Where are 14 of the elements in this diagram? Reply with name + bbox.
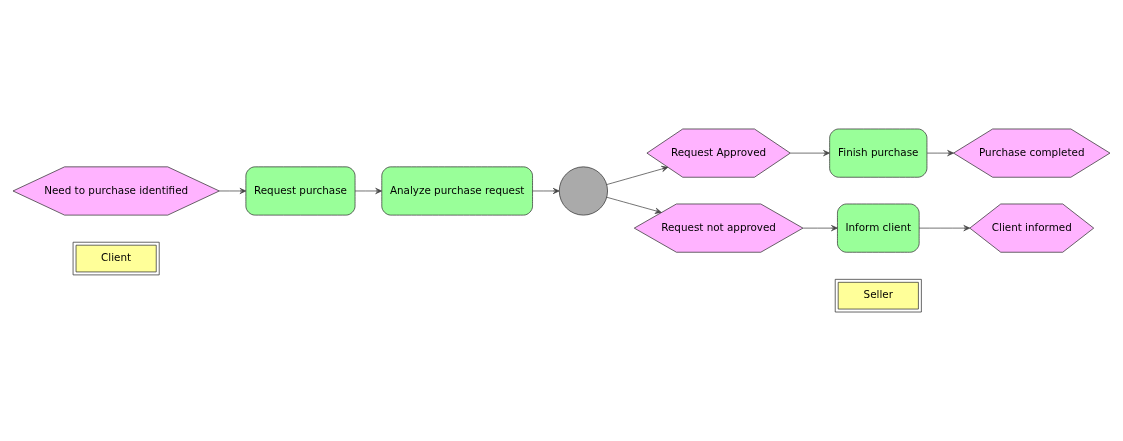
arrow	[532, 187, 560, 194]
arrow	[606, 165, 669, 185]
node-box: Inform client	[837, 203, 920, 253]
node-box: Analyze purchase request	[381, 166, 533, 216]
arrow	[606, 196, 662, 214]
arrow	[918, 225, 971, 232]
node-circle	[558, 166, 608, 216]
arrow	[790, 150, 830, 157]
arrow	[354, 187, 382, 194]
arrow	[218, 187, 247, 194]
arrow	[802, 225, 838, 232]
arrow	[926, 150, 954, 157]
node-box: Finish purchase	[829, 128, 928, 178]
node-box: Request purchase	[245, 166, 356, 216]
